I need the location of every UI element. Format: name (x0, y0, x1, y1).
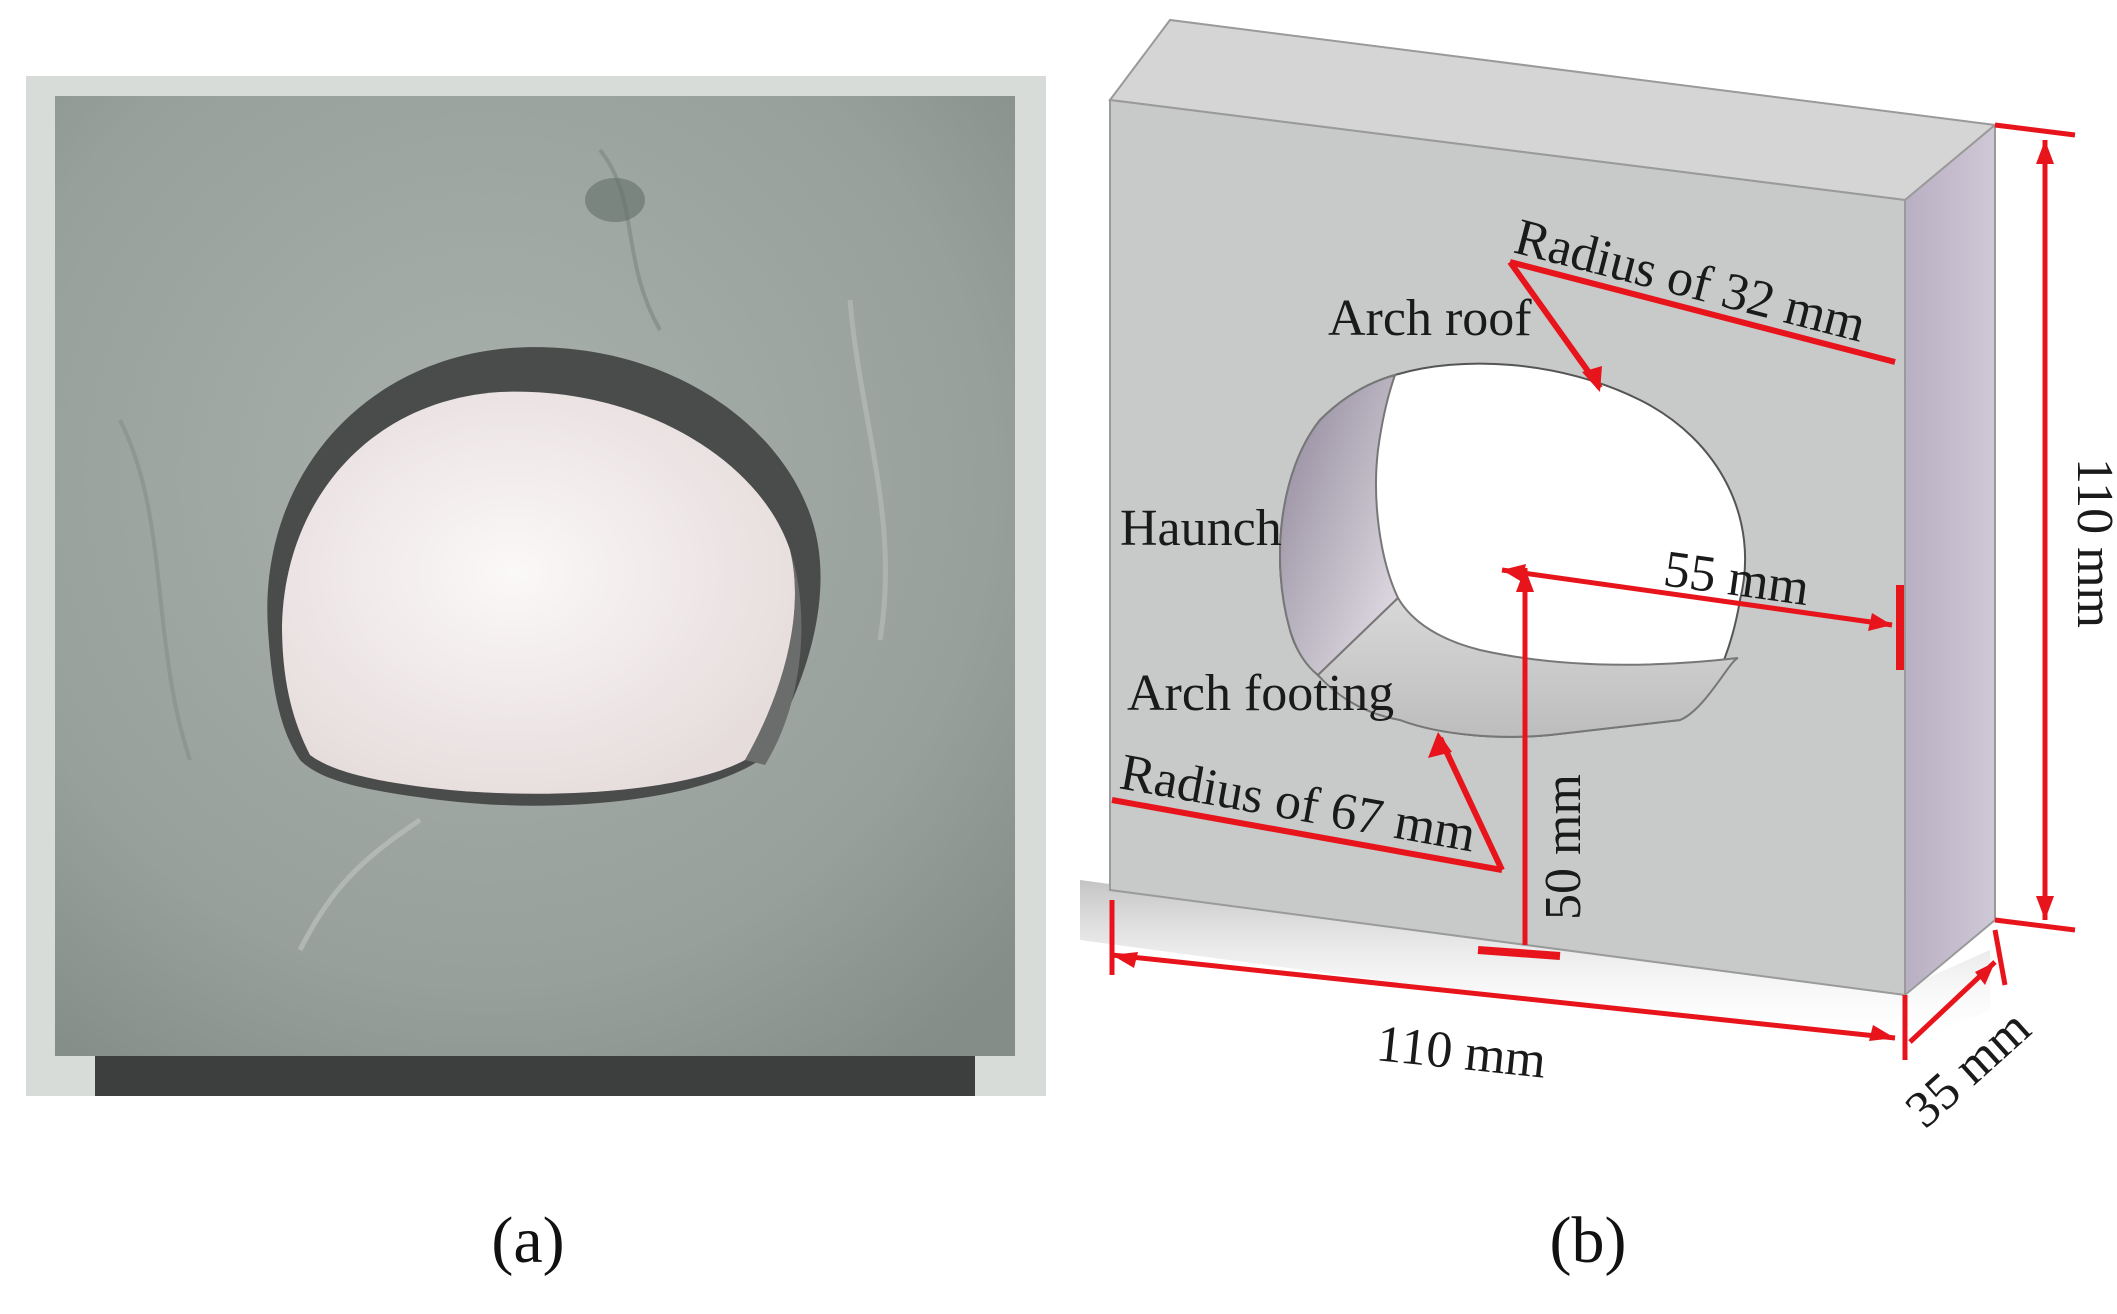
vein-line (598, 148, 662, 331)
label-dim-center-vertical: 50 mm (1535, 774, 1592, 920)
dark-spot (585, 178, 645, 222)
caption-a: (a) (491, 1204, 564, 1277)
dim-depth-arrow (1975, 962, 1995, 985)
radius-footing-underline (1111, 797, 1503, 873)
haunch-wall (1279, 373, 1400, 677)
panel-a-photo (26, 76, 1046, 1096)
dim-width-arrow-right (1869, 1025, 1895, 1041)
radius-footing-arrowhead (1428, 732, 1452, 758)
label-dim-width: 110 mm (1374, 1015, 1549, 1089)
caption-b: (b) (1550, 1204, 1627, 1277)
dim-depth-ext (1992, 929, 2008, 986)
label-arch-footing: Arch footing (1127, 665, 1394, 722)
dim-center-horizontal-arrow-right (1868, 613, 1892, 631)
vein-line (297, 817, 422, 952)
hole-opening (282, 391, 795, 794)
hole-inner-wall (745, 550, 802, 765)
dim-center-vertical-endbar (1477, 946, 1561, 960)
label-haunch: Haunch (1120, 500, 1282, 557)
radius-roof-arrowhead (1582, 366, 1602, 392)
radius-footing-leader (1437, 736, 1505, 872)
dim-center-vertical-arrow-top (1516, 568, 1534, 592)
radius-roof-underline (1509, 259, 1896, 365)
arch-floor (1316, 596, 1739, 738)
label-arch-roof: Arch roof (1328, 290, 1532, 347)
specimen-shadow (95, 1056, 975, 1096)
block-side-face (1904, 122, 1996, 998)
dim-width-arrow-left (1112, 952, 1138, 968)
dim-center-horizontal-arrow-left (1502, 564, 1526, 582)
dim-center-horizontal-line (1501, 567, 1893, 628)
panel-b-schematic: Arch roof Haunch Arch footing Radius of … (1080, 18, 2117, 1139)
label-dim-height: 110 mm (2066, 458, 2117, 628)
vein-line (847, 299, 888, 641)
dim-height-ext-top (1994, 122, 2076, 138)
ground-shadow (1080, 880, 1990, 1050)
dim-width-line (1111, 952, 1896, 1041)
vein-line (118, 419, 192, 761)
dim-height-arrow-top (2036, 140, 2054, 164)
dim-height-arrow-bottom (2036, 896, 2054, 920)
dim-height-ext-bottom (1994, 917, 2076, 933)
radius-roof-leader (1507, 260, 1603, 390)
